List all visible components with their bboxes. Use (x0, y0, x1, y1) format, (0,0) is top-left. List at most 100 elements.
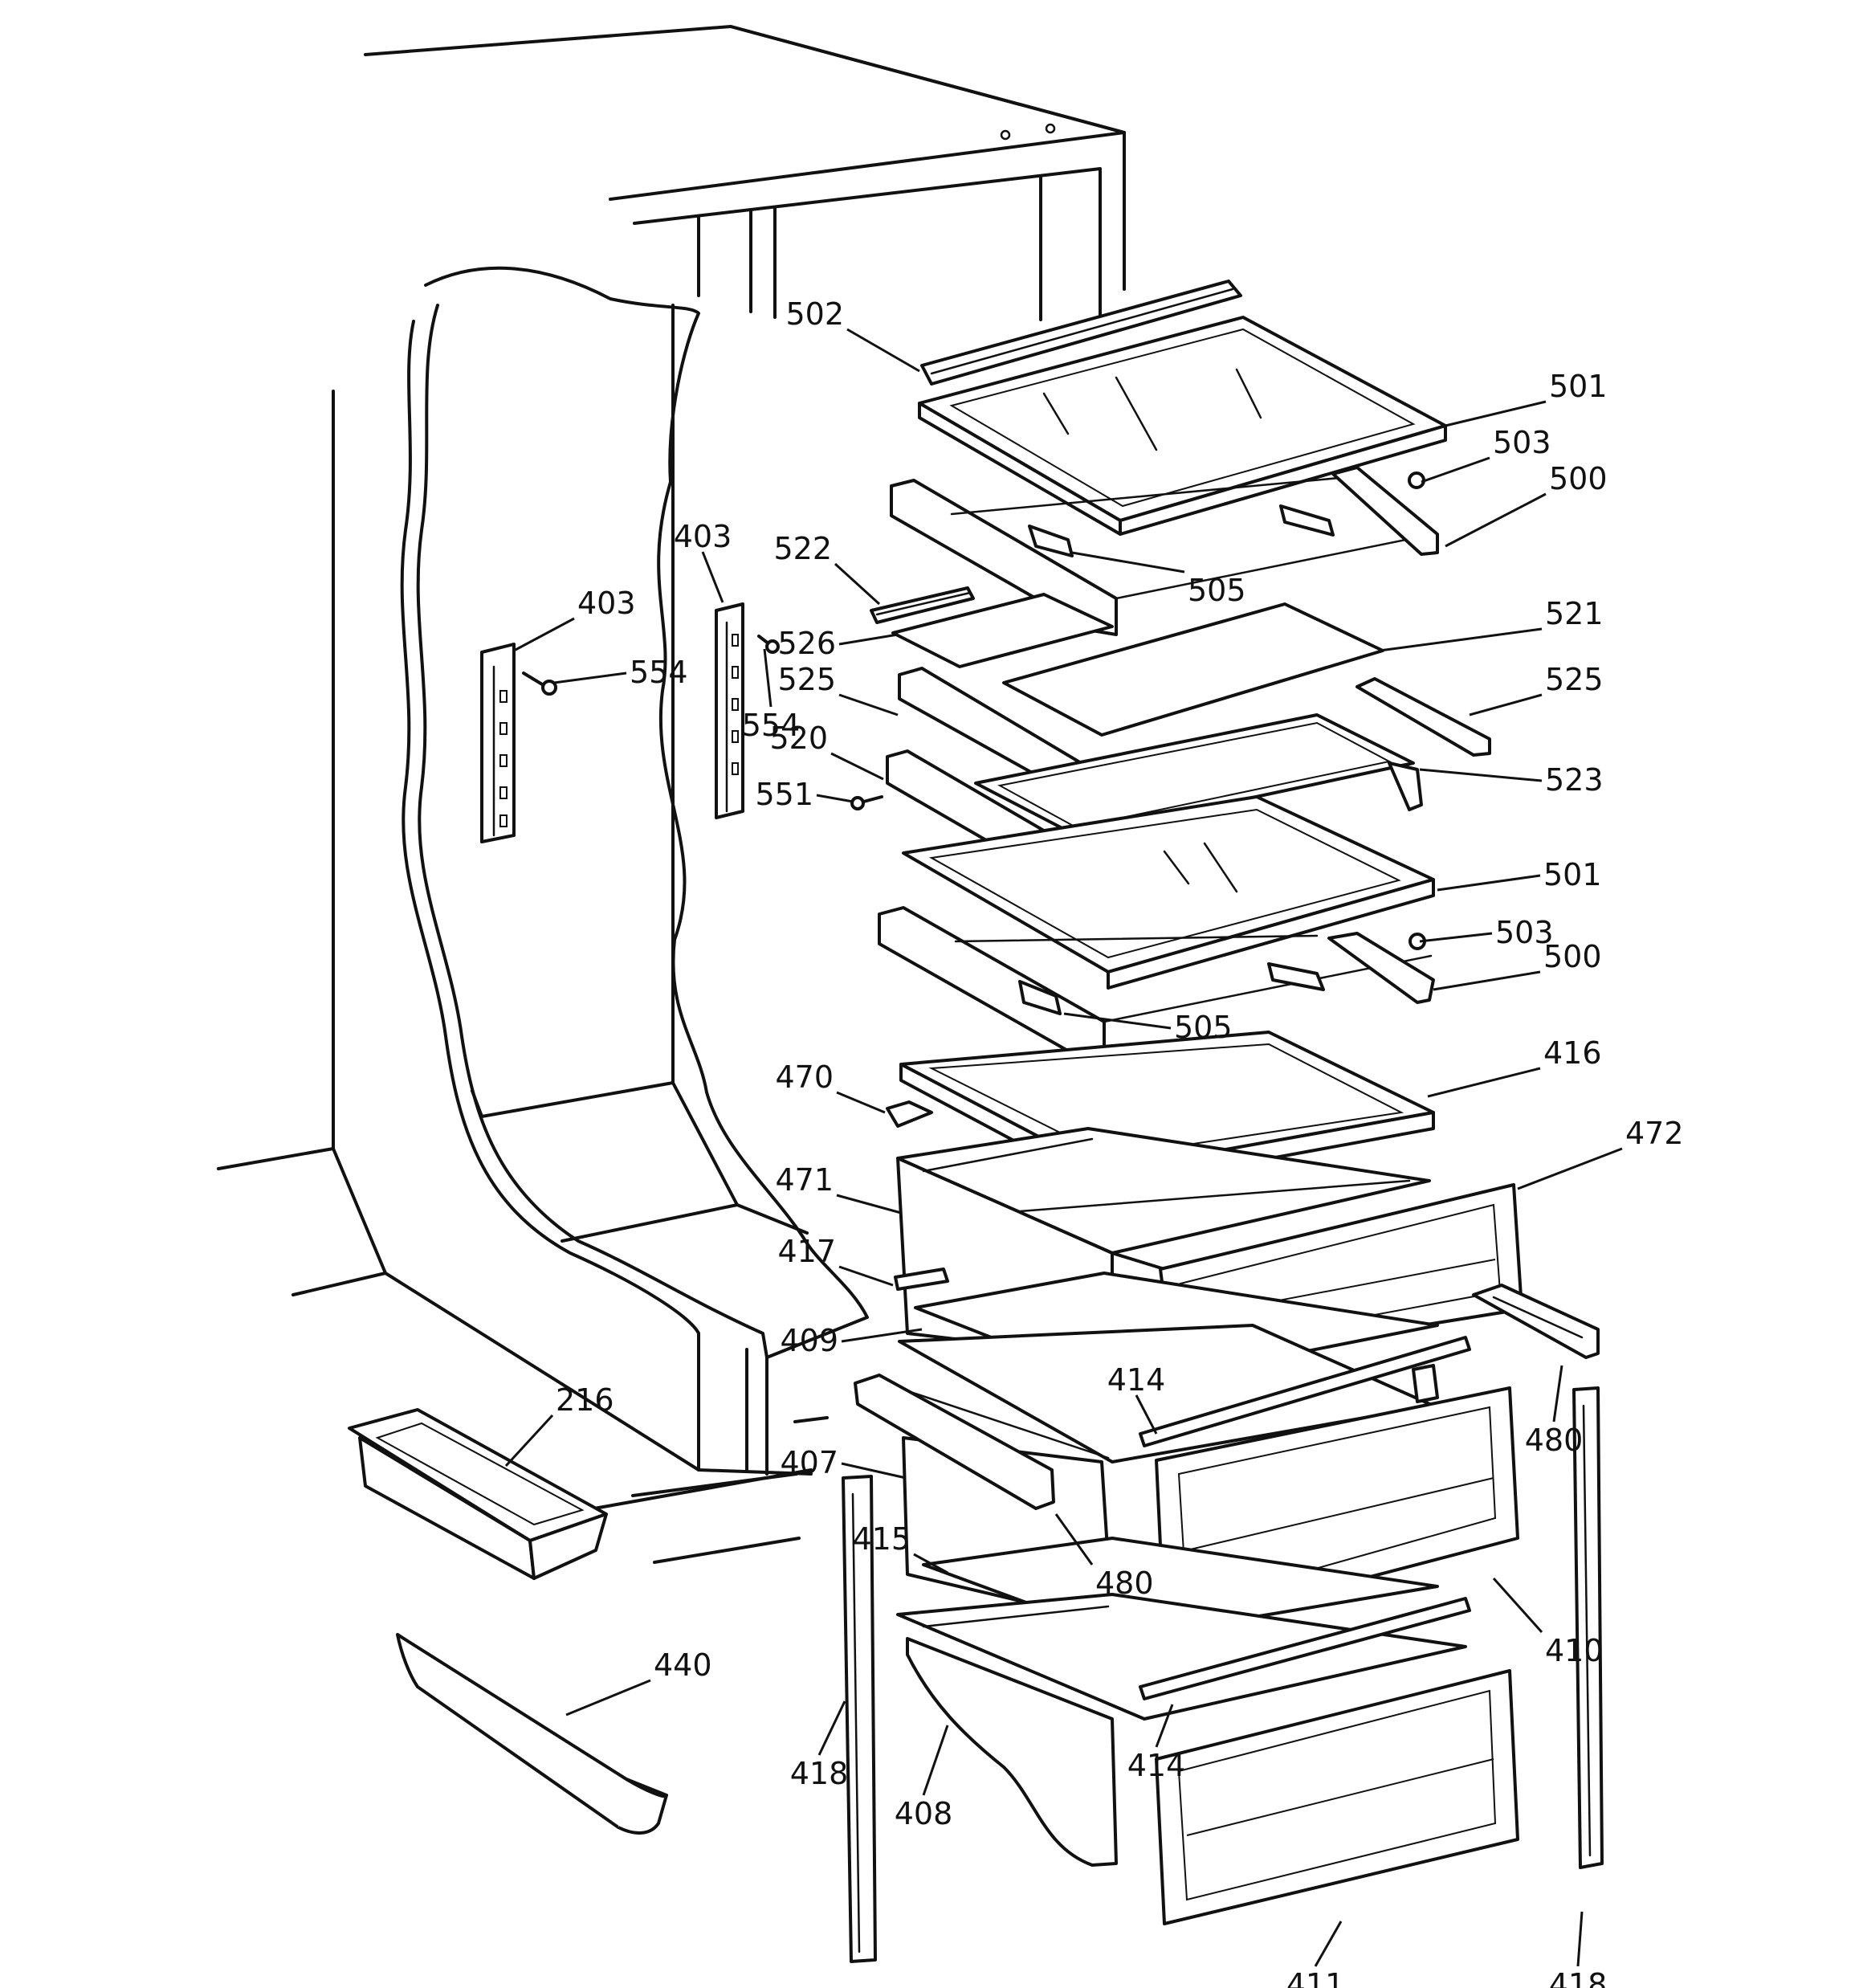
leader-line-470 (836, 1091, 886, 1114)
leader-line-525 (838, 693, 899, 716)
door-trim (396, 1633, 668, 1835)
callout-503: 503 (1493, 425, 1551, 460)
callout-470: 470 (775, 1059, 834, 1095)
crisper-pan-lower (896, 1593, 1467, 1867)
callout-418: 418 (1549, 1967, 1608, 1988)
leader-line-554 (553, 672, 627, 684)
slide-rod-lower (1139, 1597, 1471, 1700)
callout-525: 525 (777, 662, 836, 697)
glass-shelf-top (918, 316, 1447, 536)
callout-520: 520 (769, 720, 828, 756)
shelf-insert-small (891, 593, 1114, 668)
leader-line-526 (838, 633, 899, 646)
callout-500: 500 (1549, 461, 1608, 496)
callout-418: 418 (790, 1756, 849, 1791)
callout-471: 471 (775, 1162, 834, 1198)
callout-472: 472 (1625, 1116, 1684, 1151)
callout-522: 522 (773, 531, 832, 566)
shelf-channel (870, 586, 975, 624)
drawer-support-right (1572, 1386, 1604, 1869)
drawer-slide-right-upper (1472, 1284, 1600, 1359)
callout-501: 501 (1543, 857, 1602, 892)
leader-line-471 (836, 1194, 902, 1214)
drawer-slide-right-mid (1412, 1364, 1439, 1403)
callout-480: 480 (1525, 1423, 1584, 1458)
callout-523: 523 (1545, 762, 1604, 798)
leader-line-505 (1063, 1012, 1172, 1030)
screw-left (522, 672, 557, 696)
leader-line-440 (565, 1679, 651, 1717)
leader-line-500 (1445, 492, 1547, 548)
leader-line-416 (1427, 1067, 1541, 1098)
door-bin (348, 1408, 608, 1580)
leader-line-418 (1576, 1911, 1584, 1967)
callout-503: 503 (1495, 915, 1554, 950)
leader-line-414 (1135, 1394, 1158, 1435)
callout-408: 408 (895, 1796, 953, 1831)
callout-409: 409 (780, 1323, 838, 1358)
callout-414: 414 (1127, 1748, 1186, 1783)
callout-554: 554 (630, 655, 688, 690)
leader-line-500 (1433, 970, 1541, 991)
callout-525: 525 (1545, 662, 1604, 697)
shelf-frame-mid (878, 906, 1435, 1060)
leader-line-502 (846, 328, 920, 373)
leader-line-403 (701, 551, 724, 603)
leader-line-551 (816, 794, 854, 803)
shelf-bumper-top (1408, 471, 1425, 489)
leader-line-409 (841, 1328, 923, 1343)
leader-line-501 (1437, 874, 1541, 892)
screw-551 (850, 795, 883, 810)
callout-505: 505 (1174, 1010, 1233, 1045)
callout-414: 414 (1107, 1362, 1166, 1398)
leader-line-407 (841, 1462, 907, 1480)
callout-415: 415 (852, 1521, 911, 1557)
shelf-bracket-right (1355, 677, 1491, 757)
leader-line-503 (1419, 932, 1493, 943)
callout-551: 551 (755, 777, 813, 812)
leader-line-418 (817, 1700, 846, 1756)
leader-line-520 (830, 752, 884, 781)
leader-line-505 (1071, 551, 1185, 574)
crisper-drawer-front-lower (1155, 1669, 1519, 1925)
leader-line-554 (763, 648, 773, 708)
shelf-rail-right (715, 602, 744, 819)
shelf-rail-left (480, 643, 516, 843)
leader-line-414 (1155, 1704, 1174, 1748)
leader-line-501 (1445, 400, 1547, 427)
leader-line-410 (1492, 1577, 1543, 1634)
callout-403: 403 (577, 586, 636, 621)
leader-line-417 (838, 1265, 894, 1287)
leader-line-480 (1054, 1513, 1094, 1565)
leader-line-411 (1314, 1921, 1343, 1967)
leader-line-216 (504, 1414, 554, 1468)
callout-216: 216 (556, 1382, 614, 1418)
shelf-trim-top (920, 280, 1242, 386)
callout-500: 500 (1543, 939, 1602, 974)
callout-526: 526 (777, 626, 836, 661)
drawer-rail-left-mid (854, 1374, 1055, 1510)
slide-rod-mid (1139, 1336, 1471, 1447)
callout-410: 410 (1545, 1633, 1604, 1668)
callout-417: 417 (777, 1234, 836, 1269)
callout-403: 403 (674, 519, 732, 554)
callout-416: 416 (1543, 1035, 1602, 1071)
leader-line-408 (922, 1725, 949, 1796)
leader-line-525 (1469, 693, 1543, 716)
leader-line-403 (513, 617, 575, 652)
callout-407: 407 (780, 1445, 838, 1480)
leader-line-503 (1421, 456, 1490, 484)
cabinet (217, 25, 1126, 1564)
callout-501: 501 (1549, 369, 1608, 404)
cover-clip (886, 1100, 933, 1128)
drawer-support-left (842, 1475, 877, 1963)
shelf-frame-top (890, 466, 1439, 636)
callout-502: 502 (785, 296, 844, 332)
callout-521: 521 (1545, 596, 1604, 631)
leader-line-521 (1379, 627, 1543, 652)
glass-shelf-mid (902, 795, 1435, 990)
screw-right (757, 635, 780, 654)
